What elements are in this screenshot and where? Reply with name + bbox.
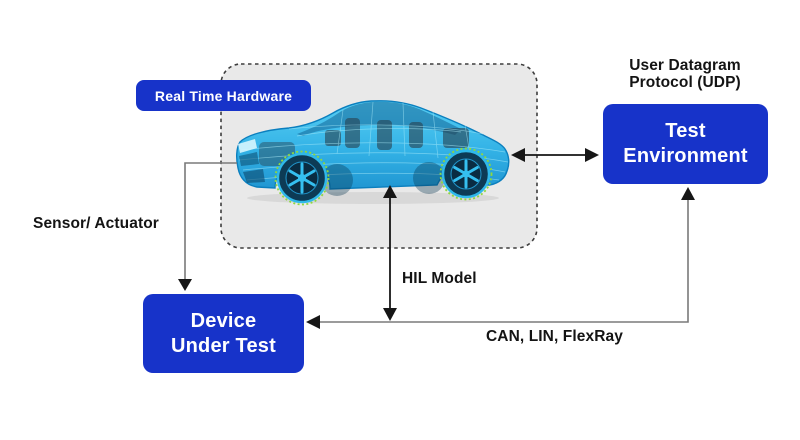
device-under-test-node: Device Under Test: [143, 294, 304, 373]
device-under-test-label-line1: Device: [190, 309, 257, 332]
can-bus-connector: [306, 187, 695, 329]
real-time-hardware-badge-label: Real Time Hardware: [154, 87, 293, 104]
sensor-actuator-label: Sensor/ Actuator: [33, 215, 159, 232]
rear-wheel: [439, 147, 493, 201]
arrowhead-up-icon: [383, 185, 397, 198]
udp-label-line2: Protocol (UDP): [629, 74, 741, 91]
hil-model-label: HIL Model: [402, 270, 477, 287]
device-under-test-label-line2: Under Test: [171, 334, 276, 357]
front-wheel: [274, 150, 330, 206]
can-lin-flexray-label: CAN, LIN, FlexRay: [486, 328, 623, 345]
udp-label: User Datagram Protocol (UDP): [585, 57, 785, 91]
udp-label-line1: User Datagram: [629, 57, 741, 74]
hil-model-connector: [383, 185, 397, 321]
car-wireframe-illustration: [233, 92, 513, 207]
arrowhead-down-icon: [383, 308, 397, 321]
arrowhead-left-icon: [306, 315, 320, 329]
udp-connector: [511, 148, 599, 162]
test-environment-label-line2: Environment: [623, 145, 748, 167]
test-environment-label-line1: Test: [665, 120, 706, 142]
sensor-actuator-connector: [178, 162, 237, 291]
real-time-hardware-badge: Real Time Hardware: [136, 80, 311, 111]
test-environment-node: Test Environment: [603, 104, 768, 184]
arrowhead-down-icon: [178, 279, 192, 291]
car-wireframe-icon: [235, 100, 510, 206]
arrowhead-right-icon: [585, 148, 599, 162]
arrowhead-left-icon: [511, 148, 525, 162]
arrowhead-up-icon: [681, 187, 695, 200]
